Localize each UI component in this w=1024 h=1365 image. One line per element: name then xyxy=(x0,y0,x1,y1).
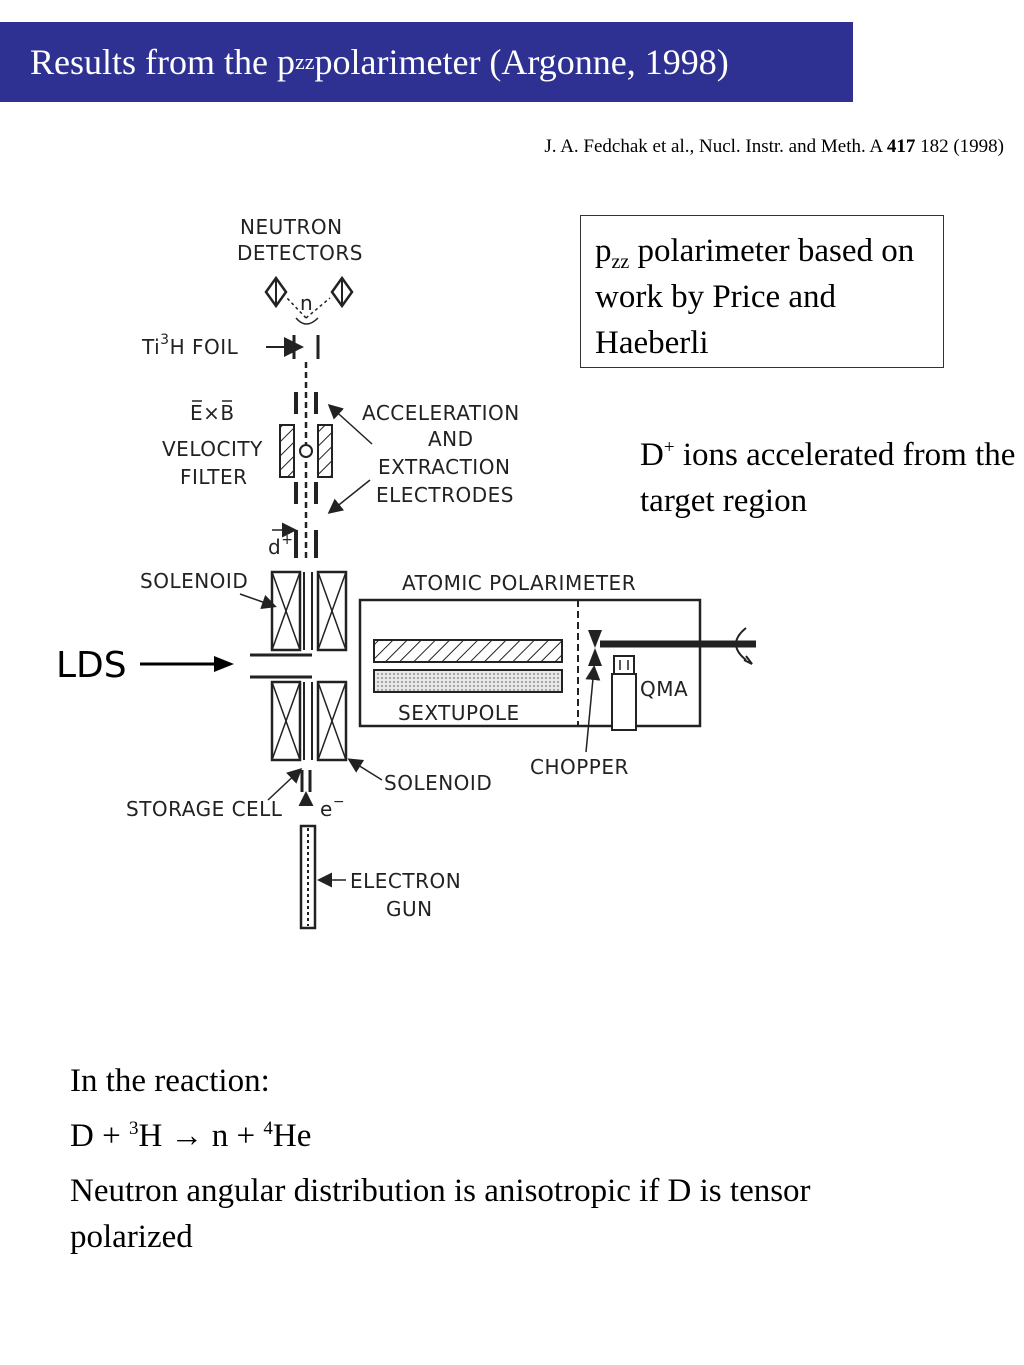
reaction-equation: D + 3H → n + 4He xyxy=(70,1118,312,1154)
label-extraction: EXTRACTION xyxy=(378,455,510,479)
reaction-intro: In the reaction: xyxy=(70,1063,270,1099)
label-sextupole: SEXTUPOLE xyxy=(398,701,520,725)
label-chopper: CHOPPER xyxy=(530,755,629,779)
label-qma: QMA xyxy=(640,677,688,701)
label-lds: LDS xyxy=(56,645,127,686)
solenoid-lower: SOLENOID xyxy=(270,680,492,795)
label-and: AND xyxy=(428,427,474,451)
label-exb: E×B xyxy=(190,401,235,425)
reaction-explanation: Neutron angular distribution is anisotro… xyxy=(70,1173,811,1255)
neutron-detector-left xyxy=(264,275,288,309)
svg-text:d+: d+ xyxy=(268,532,293,559)
label-velocity: VELOCITY xyxy=(162,437,263,461)
polarimeter-note-box: pzz polarimeter based on work by Price a… xyxy=(580,215,944,368)
reaction-text: In the reaction: D + 3H → n + 4He Neutro… xyxy=(70,1058,890,1269)
label-electron-gun: ELECTRON xyxy=(350,869,461,893)
deuteron-label: d+ xyxy=(268,522,297,559)
label-neutron-detectors: NEUTRON xyxy=(240,215,343,239)
atomic-polarimeter: ATOMIC POLARIMETER SEXTUPOLE QMA CHOPPER xyxy=(358,571,756,779)
acceleration-electrodes: ACCELERATION AND EXTRACTION ELECTRODES xyxy=(327,401,520,514)
label-acceleration: ACCELERATION xyxy=(362,401,520,425)
storage-cell: STORAGE CELL e− xyxy=(126,767,345,821)
velocity-filter: E×B VELOCITY FILTER xyxy=(162,400,333,489)
label-neutron: n xyxy=(300,291,313,315)
ions-note: D+ ions accelerated from the target regi… xyxy=(640,437,1016,519)
label-gun: GUN xyxy=(386,897,433,921)
citation: J. A. Fedchak et al., Nucl. Instr. and M… xyxy=(544,136,1004,157)
label-detectors: DETECTORS xyxy=(237,241,363,265)
label-solenoid-top: SOLENOID xyxy=(140,569,248,593)
label-storage-cell: STORAGE CELL xyxy=(126,797,283,821)
ti-foil: Ti3H FOIL xyxy=(141,332,320,359)
lds-arrow: LDS xyxy=(56,645,312,686)
label-solenoid-bottom: SOLENOID xyxy=(384,771,492,795)
svg-text:Ti3H FOIL: Ti3H FOIL xyxy=(141,332,239,359)
reaction-arrow-icon: → xyxy=(170,1118,204,1154)
solenoid-upper: SOLENOID xyxy=(140,569,348,652)
label-electrodes: ELECTRODES xyxy=(376,483,514,507)
label-filter: FILTER xyxy=(180,465,248,489)
electron-gun: ELECTRON GUN xyxy=(299,824,461,930)
beamline-upper xyxy=(294,362,318,560)
neutron-detector-right xyxy=(330,275,354,309)
polarimeter-diagram: NEUTRON DETECTORS n Ti3H FOIL E×B VE xyxy=(56,215,756,930)
citation-volume: 417 xyxy=(886,136,916,157)
neutron-detectors: NEUTRON DETECTORS n xyxy=(237,215,363,325)
svg-text:e−: e− xyxy=(320,794,345,821)
label-atomic-polarimeter: ATOMIC POLARIMETER xyxy=(402,571,636,595)
